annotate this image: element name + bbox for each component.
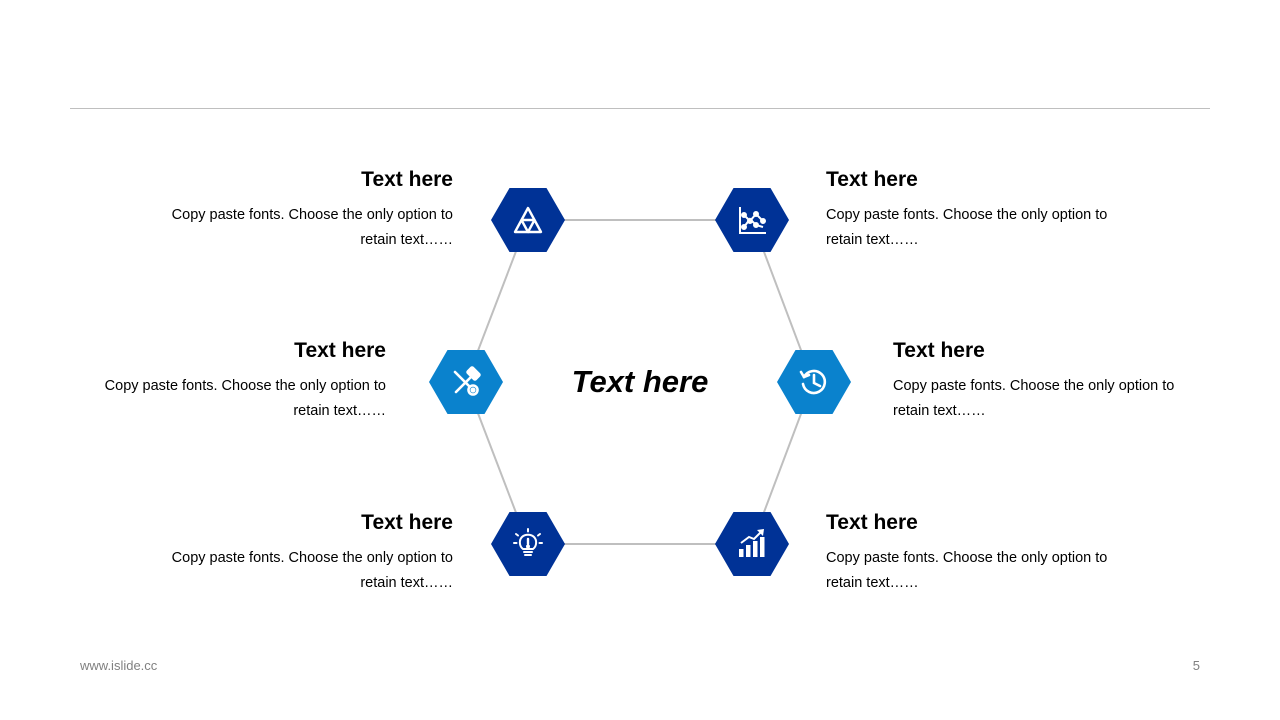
item-title: Text here (361, 168, 453, 191)
history-icon (797, 365, 831, 399)
item-title: Text here (361, 511, 453, 534)
line-chart-icon (735, 203, 769, 237)
lightbulb-icon (511, 527, 545, 561)
item-description: Copy paste fonts. Choose the only option… (171, 207, 453, 248)
item-bottom-left: Text here Copy paste fonts. Choose the o… (153, 510, 453, 596)
item-title: Text here (826, 168, 918, 191)
footer-website: www.islide.cc (80, 658, 158, 673)
center-title: Text here (571, 364, 709, 399)
item-title: Text here (294, 339, 386, 362)
header-divider (70, 108, 1210, 109)
hex-node-middle-left (429, 350, 503, 414)
item-top-right: Text here Copy paste fonts. Choose the o… (826, 167, 1126, 253)
item-title: Text here (893, 339, 985, 362)
tools-icon (449, 365, 483, 399)
item-description: Copy paste fonts. Choose the only option… (826, 550, 1108, 591)
item-top-left: Text here Copy paste fonts. Choose the o… (153, 167, 453, 253)
item-description: Copy paste fonts. Choose the only option… (104, 378, 386, 419)
page-number: 5 (1192, 658, 1200, 673)
growth-chart-icon (735, 527, 769, 561)
triangle-icon (511, 203, 545, 237)
item-description: Copy paste fonts. Choose the only option… (826, 207, 1108, 248)
item-middle-right: Text here Copy paste fonts. Choose the o… (893, 338, 1193, 424)
item-bottom-right: Text here Copy paste fonts. Choose the o… (826, 510, 1126, 596)
item-middle-left: Text here Copy paste fonts. Choose the o… (86, 338, 386, 424)
item-title: Text here (826, 511, 918, 534)
item-description: Copy paste fonts. Choose the only option… (893, 378, 1175, 419)
item-description: Copy paste fonts. Choose the only option… (171, 550, 453, 591)
